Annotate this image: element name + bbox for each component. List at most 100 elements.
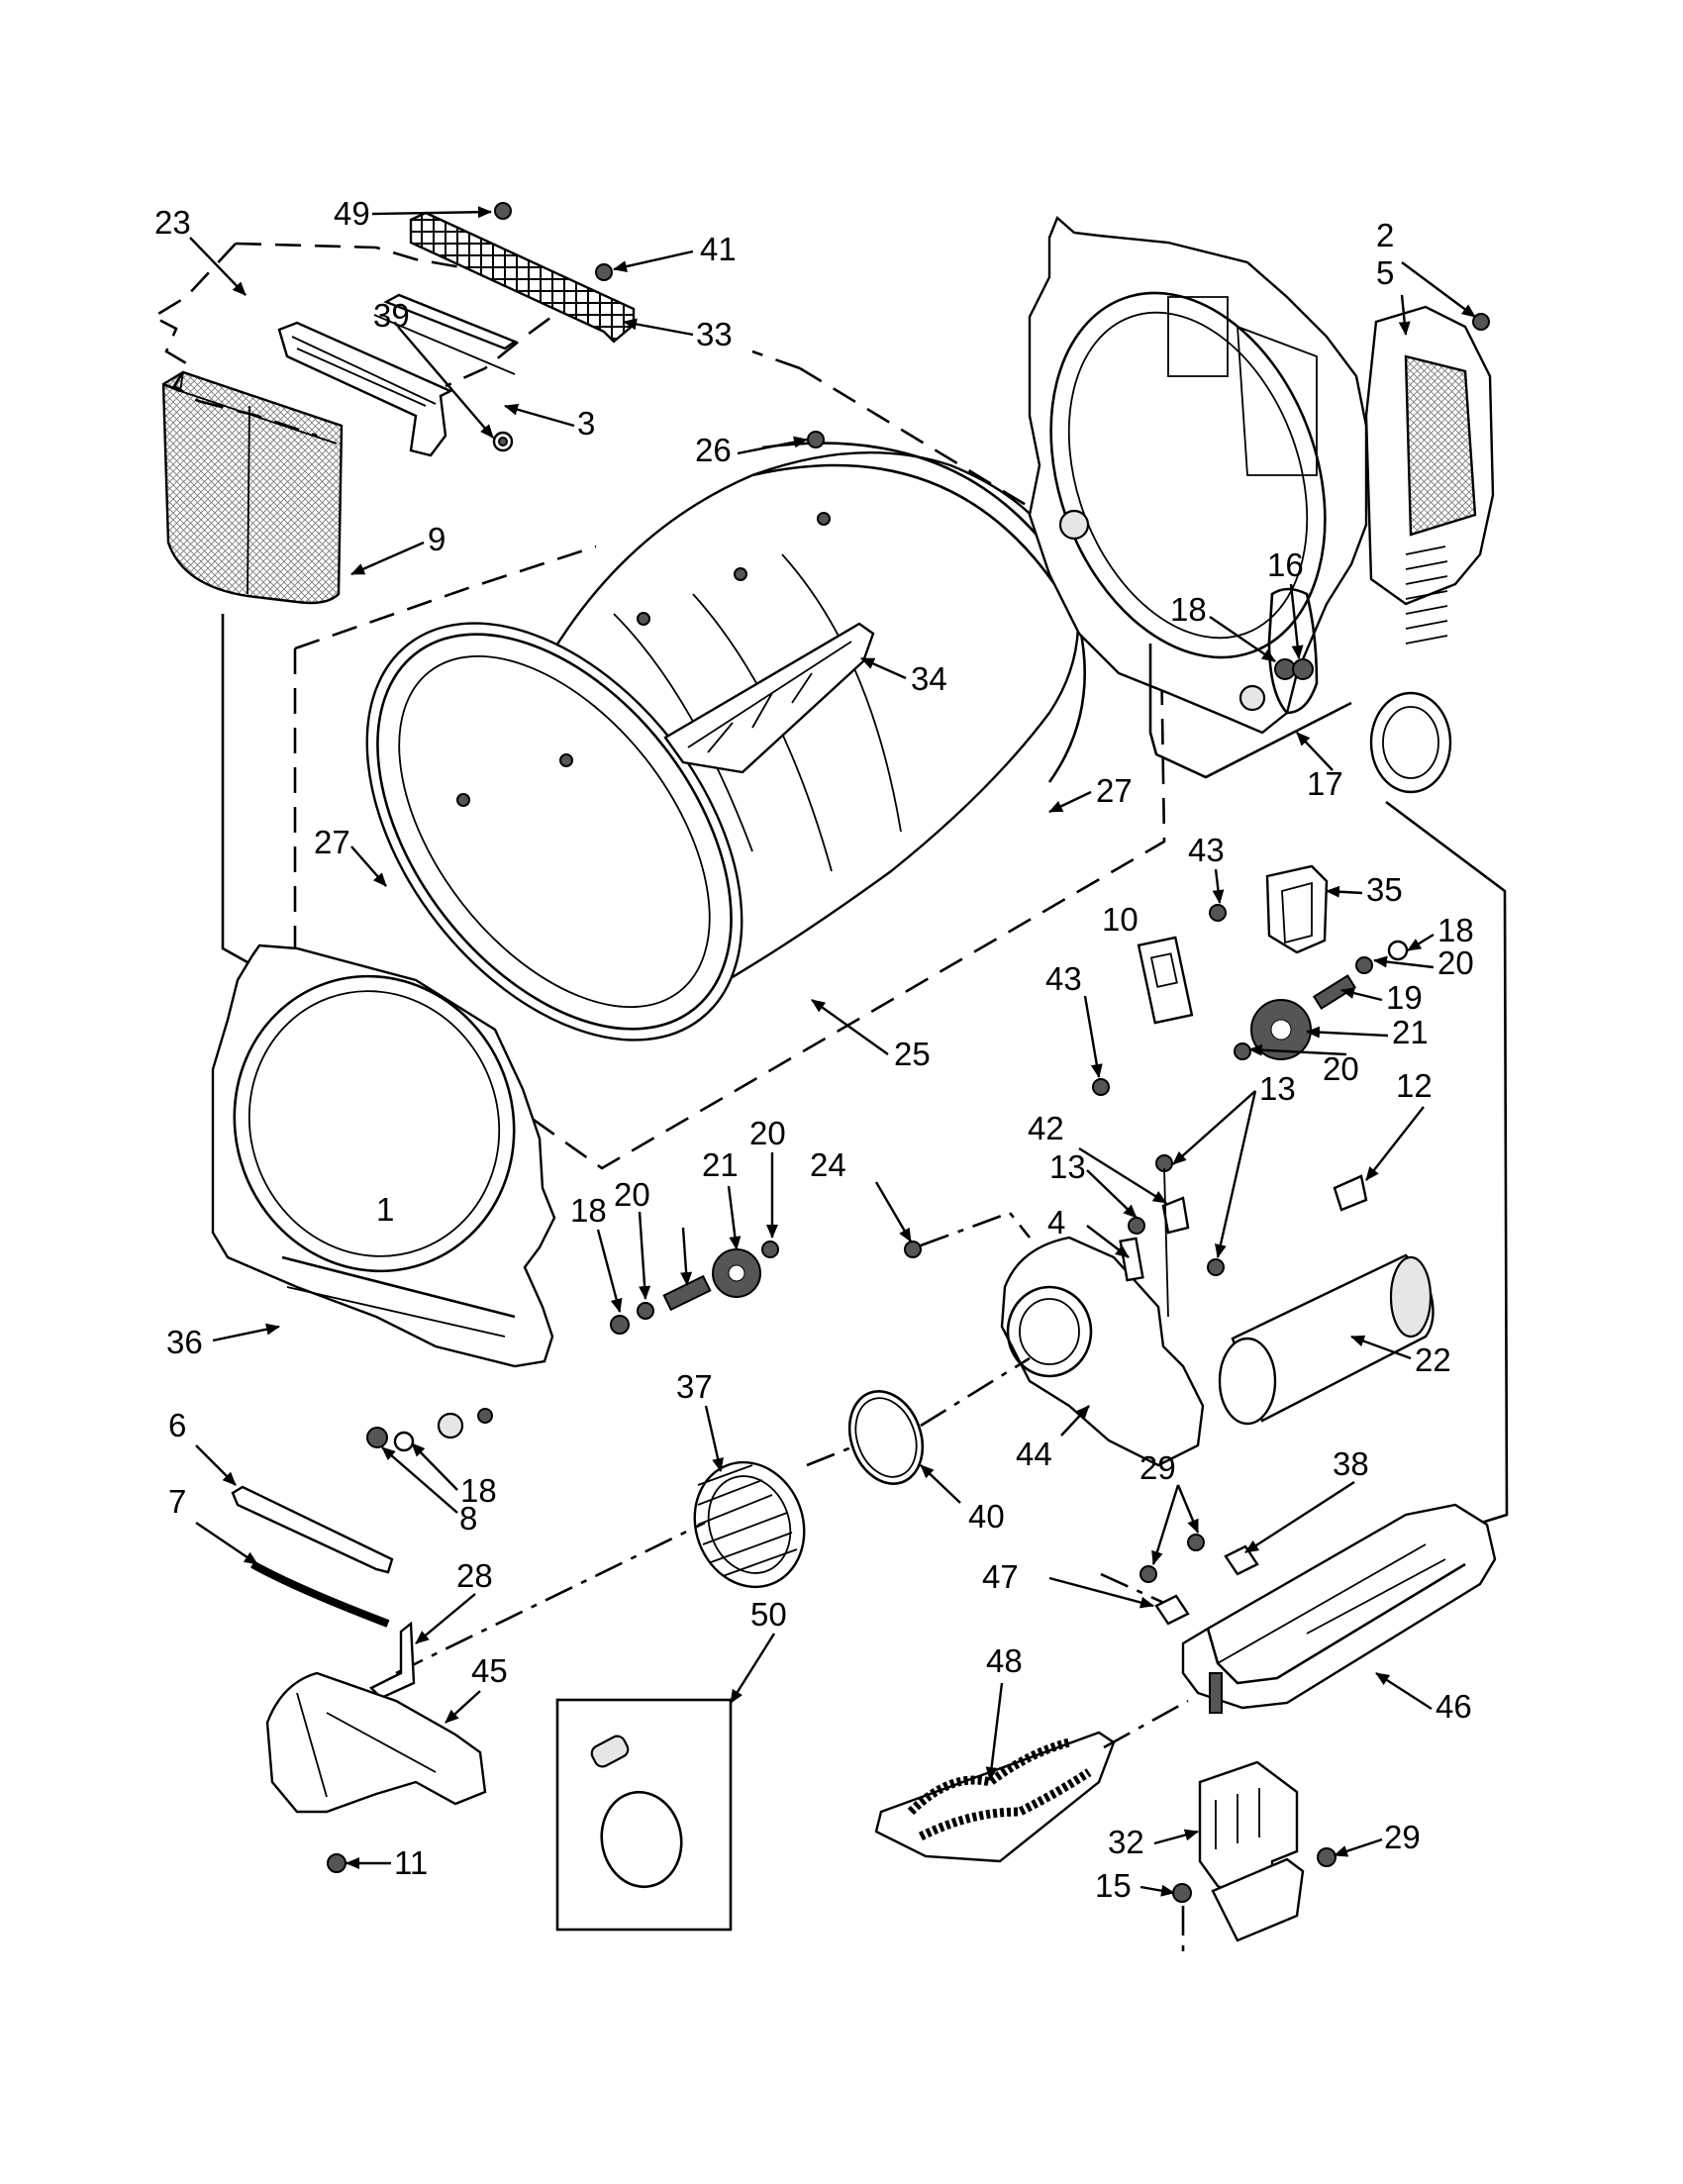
rear-bulkhead [1028, 215, 1495, 794]
arrow-18f [411, 1442, 458, 1491]
callout-22: 22 [1415, 1341, 1451, 1378]
callout-20-roller-a: 20 [614, 1176, 650, 1213]
arrow-37 [704, 1405, 724, 1472]
front-bulkhead [211, 943, 556, 1439]
callout-2: 2 [1376, 217, 1394, 253]
center-line-24 [920, 1211, 1032, 1247]
callout-42: 42 [1028, 1110, 1064, 1146]
callout-17: 17 [1307, 765, 1343, 802]
callout-13-top: 13 [1259, 1070, 1296, 1107]
washer-18 [393, 1431, 415, 1452]
callout-27-front: 27 [314, 824, 350, 860]
arrow-32 [1153, 1829, 1199, 1845]
blower-seal-ring [847, 1390, 925, 1485]
screw-15 [1172, 1883, 1192, 1903]
arrow-48 [985, 1682, 1004, 1781]
lint-housing-group [150, 211, 636, 457]
arrow-18r [596, 1229, 623, 1313]
callout-46: 46 [1436, 1688, 1472, 1725]
screw-24 [904, 1241, 922, 1258]
callout-36: 36 [166, 1324, 203, 1360]
arrow-39 [397, 326, 494, 439]
arrow-43a [1212, 868, 1225, 904]
nut-8 [366, 1427, 388, 1448]
leader-line-bulkhead [1148, 644, 1352, 779]
arrow-13a [1172, 1090, 1256, 1165]
arrow-24 [874, 1181, 913, 1242]
callout-18-bulkhead: 18 [1170, 591, 1207, 628]
arrow-41 [613, 249, 694, 272]
bracket-32 [1198, 1760, 1305, 1942]
callout-15: 15 [1095, 1867, 1132, 1904]
callout-39: 39 [373, 297, 410, 334]
arrow-18c [1407, 933, 1435, 952]
callout-7: 7 [168, 1483, 186, 1520]
arrow-27l [350, 845, 387, 887]
wire-42 [1163, 1167, 1169, 1318]
arrow-46 [1375, 1671, 1433, 1711]
callout-18-idler: 18 [1437, 912, 1474, 948]
callout-38: 38 [1333, 1445, 1369, 1482]
lint-filter [161, 370, 344, 605]
arrow-47 [1048, 1576, 1154, 1609]
arrow-20a [1373, 955, 1435, 969]
callout-49: 49 [334, 195, 370, 232]
callout-43-left: 43 [1045, 960, 1082, 997]
arrow-49 [371, 206, 492, 219]
blower-housing [1000, 1236, 1205, 1467]
callout-1: 1 [376, 1191, 394, 1228]
drum-group-boundary [293, 366, 1166, 1170]
callout-43-top: 43 [1188, 832, 1225, 868]
thermal-fuse-38 [1224, 1544, 1259, 1576]
callout-3: 3 [577, 405, 595, 442]
kit-connector [590, 1735, 630, 1768]
arrow-38 [1244, 1480, 1355, 1554]
kit-wire-loop [600, 1790, 683, 1889]
arrow-29b [1151, 1484, 1180, 1565]
screw-2 [1472, 313, 1490, 331]
arrow-20b [1248, 1043, 1347, 1056]
callout-11: 11 [394, 1844, 428, 1881]
callout-27-rear: 27 [1096, 772, 1133, 809]
clip-12 [1333, 1174, 1368, 1212]
arrow-33 [623, 318, 694, 337]
arrow-3 [504, 403, 575, 428]
arrow-5 [1398, 294, 1411, 336]
callout-45: 45 [471, 1652, 508, 1689]
callout-8: 8 [459, 1500, 477, 1537]
arrow-29a [1176, 1484, 1200, 1534]
arrow-42 [1078, 1146, 1167, 1205]
callout-20-roller-b: 20 [749, 1115, 786, 1151]
arrow-13c [1086, 1169, 1138, 1219]
screw-26 [807, 431, 825, 448]
callout-21-idler: 21 [1392, 1014, 1429, 1050]
arrow-13b [1215, 1090, 1257, 1258]
screw-13-right [1207, 1258, 1225, 1276]
kit-50-box [555, 1698, 733, 1932]
arrow-25 [811, 999, 889, 1055]
dryer-drum [365, 442, 1091, 1042]
callout-20-idler-b: 20 [1323, 1050, 1359, 1087]
heater-element [874, 1731, 1116, 1863]
drum-group-boundary-top [294, 545, 597, 650]
callout-16: 16 [1267, 546, 1304, 583]
clip-28 [368, 1621, 416, 1700]
arrow-19 [1340, 987, 1383, 1002]
arrow-18b [1209, 616, 1276, 662]
arrow-6 [195, 1444, 237, 1486]
callout-4: 4 [1047, 1204, 1065, 1241]
thermostat-47 [1154, 1594, 1190, 1626]
arrow-17 [1296, 732, 1334, 771]
center-line-blower [395, 1356, 1031, 1675]
callout-19: 19 [1386, 979, 1423, 1016]
idler-switch-area [1092, 864, 1409, 1096]
blower-wheel [693, 1460, 806, 1589]
arrow-34 [860, 656, 907, 680]
callout-6: 6 [168, 1407, 186, 1443]
arrow-29c [1334, 1837, 1383, 1857]
exhaust-duct [1218, 1253, 1435, 1426]
heater-housing [1181, 1503, 1497, 1714]
arrow-45 [445, 1690, 481, 1724]
clip-42 [1161, 1196, 1190, 1235]
callout-50: 50 [750, 1596, 787, 1633]
